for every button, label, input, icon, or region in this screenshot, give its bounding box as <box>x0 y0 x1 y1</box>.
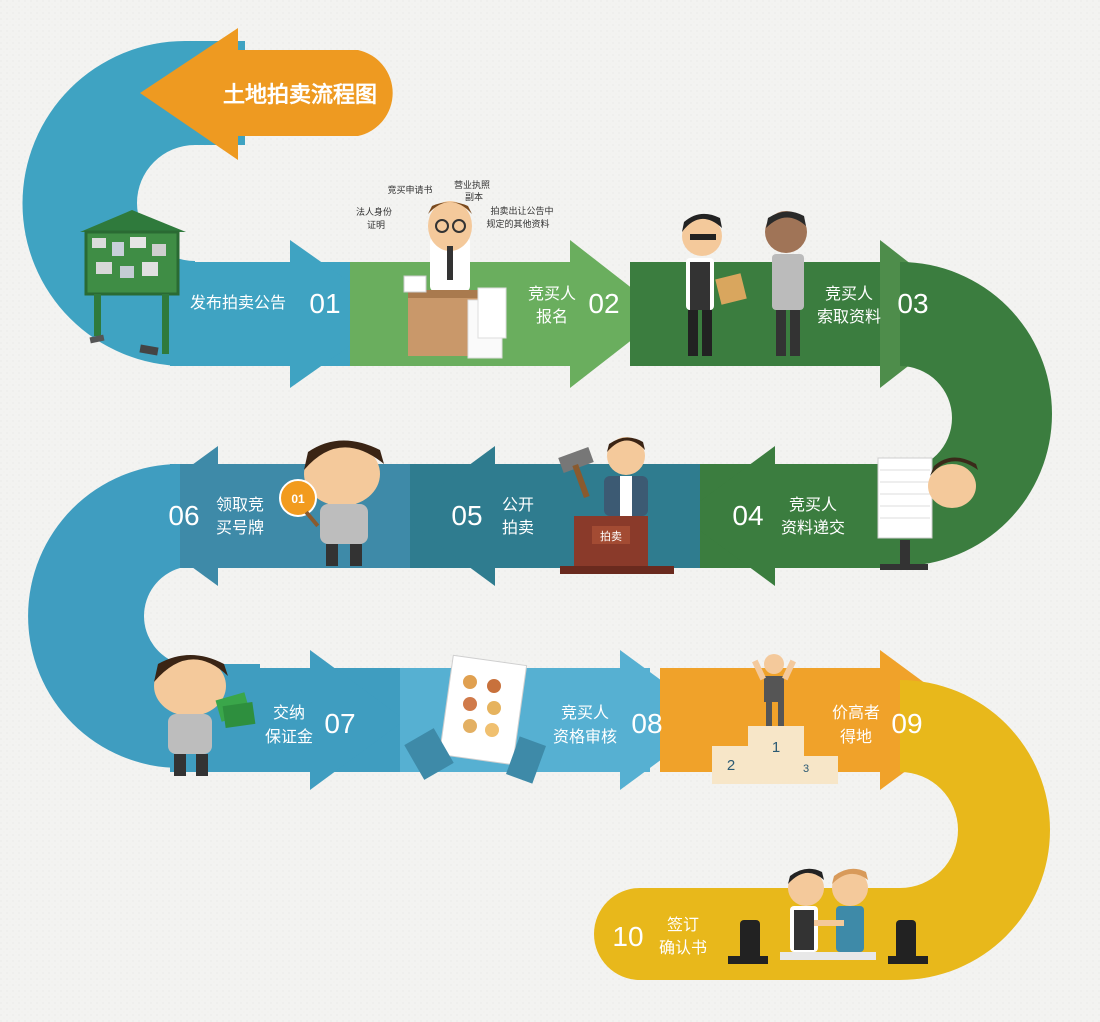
step-label: 领取竞 <box>216 496 264 514</box>
step-03: 竞买人 索取资料 03 <box>817 285 929 326</box>
arrow-02 <box>570 240 665 388</box>
clerk-illustration: 竞买申请书 营业执照 副本 法人身份 证明 拍卖出让公告中 规定的其他资料 <box>356 179 554 359</box>
step-number: 04 <box>732 500 763 531</box>
step-number: 09 <box>891 708 922 739</box>
signing-illustration <box>728 868 928 964</box>
podium-third: 3 <box>803 763 809 775</box>
podium-first: 1 <box>772 739 780 756</box>
step-label: 竞买人 <box>789 496 837 514</box>
step-label: 价高者 <box>832 704 880 722</box>
step-number: 10 <box>612 921 643 952</box>
step-label: 保证金 <box>265 728 313 746</box>
step-label: 买号牌 <box>216 519 264 537</box>
step-label: 资格审核 <box>553 728 617 746</box>
podium-sign: 拍卖 <box>600 529 622 543</box>
doc-label: 规定的其他资料 <box>486 218 549 229</box>
doc-label: 营业执照 <box>454 179 490 190</box>
step-number: 03 <box>897 288 928 319</box>
podium-illustration: 1 2 3 <box>712 654 838 784</box>
step-label: 得地 <box>840 728 872 746</box>
step-05: 05 公开 拍卖 <box>451 497 534 537</box>
step-number: 08 <box>631 708 662 739</box>
step-08: 竞买人 资格审核 08 <box>553 704 663 746</box>
paddle-holder-illustration: 01 <box>279 440 384 566</box>
step-number: 01 <box>309 288 340 319</box>
doc-label: 副本 <box>465 191 483 202</box>
step-label: 资料递交 <box>781 519 845 537</box>
review-illustration <box>404 654 546 784</box>
step-label: 交纳 <box>273 704 305 722</box>
arrow-04 <box>680 446 775 586</box>
step-label: 签订 <box>667 916 699 934</box>
step-01: 发布拍卖公告 01 <box>190 288 341 319</box>
flow-path <box>22 28 1052 980</box>
step-label: 发布拍卖公告 <box>190 294 286 312</box>
doc-label: 法人身份 <box>356 206 392 217</box>
doc-label: 证明 <box>367 220 385 230</box>
arrow-05 <box>400 446 495 586</box>
step-label: 竞买人 <box>825 285 873 303</box>
document-stack-illustration <box>877 457 978 570</box>
step-label: 竞买人 <box>561 704 609 722</box>
exchange-illustration <box>682 211 807 356</box>
page-title: 土地拍卖流程图 <box>223 82 377 107</box>
title-arrow <box>140 28 393 160</box>
band-03 <box>630 262 900 366</box>
step-number: 06 <box>168 500 199 531</box>
doc-label: 竞买申请书 <box>387 184 432 195</box>
step-label: 公开 <box>502 497 534 514</box>
arrow-07 <box>310 650 405 790</box>
band-10-end <box>594 888 640 980</box>
step-06: 06 领取竞 买号牌 <box>168 496 264 537</box>
step-label: 竞买人 <box>528 285 576 303</box>
step-label: 索取资料 <box>817 308 881 326</box>
paddle-number: 01 <box>291 492 305 506</box>
doc-label: 拍卖出让公告中 <box>490 205 553 216</box>
deposit-illustration <box>154 655 256 776</box>
auctioneer-illustration: 拍卖 <box>558 437 674 574</box>
arrow-01 <box>290 240 395 388</box>
step-number: 07 <box>324 708 355 739</box>
step-number: 02 <box>588 288 619 319</box>
step-label: 拍卖 <box>502 519 534 537</box>
step-10: 10 签订 确认书 <box>612 916 707 957</box>
step-number: 05 <box>451 500 482 531</box>
step-04: 04 竞买人 资料递交 <box>732 496 845 537</box>
step-label: 报名 <box>536 308 568 326</box>
step-07: 交纳 保证金 07 <box>265 704 356 746</box>
podium-second: 2 <box>727 757 735 774</box>
step-09: 价高者 得地 09 <box>832 704 923 746</box>
notice-board-illustration <box>80 210 186 356</box>
step-label: 确认书 <box>659 939 707 957</box>
loop-right-yellow <box>640 680 1050 980</box>
step-02: 竞买人 报名 02 <box>528 285 620 326</box>
